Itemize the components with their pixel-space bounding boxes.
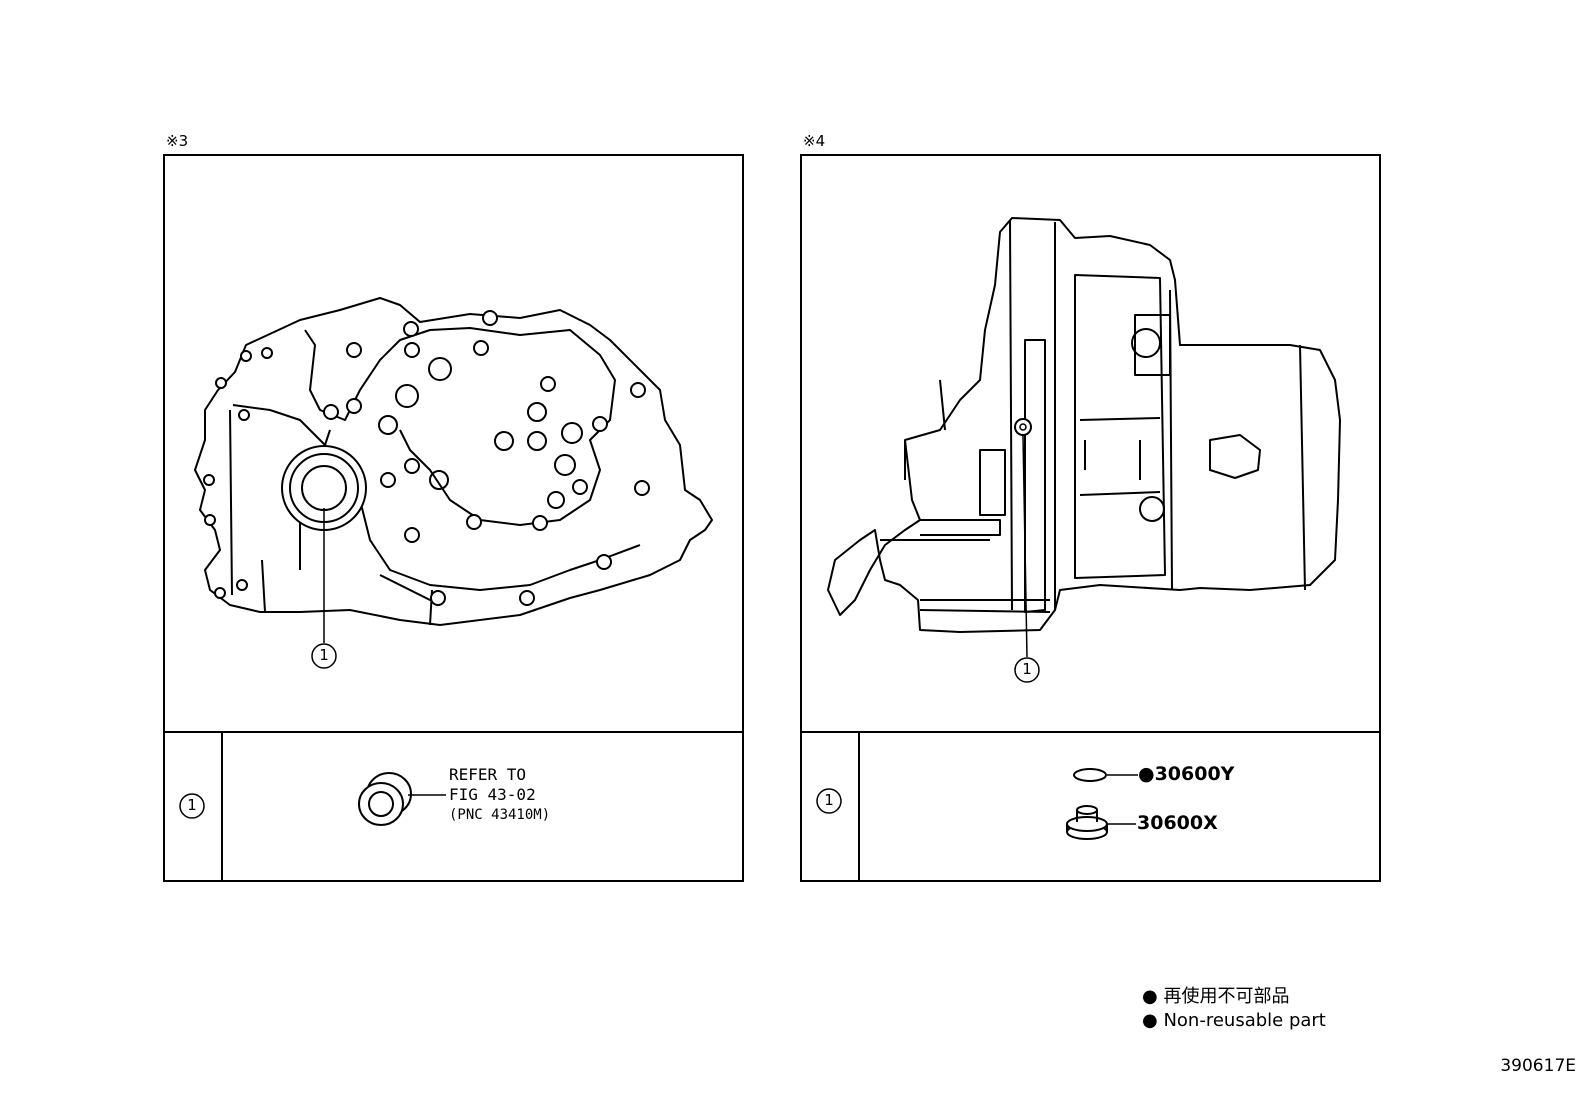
- callout-1-right-label: 1: [1022, 660, 1032, 678]
- legend-text-ja: 再使用不可部品: [1163, 986, 1290, 1007]
- row-index-circle-left: [179, 793, 205, 819]
- callout-1-left: [311, 643, 337, 669]
- legend-item-en: ● Non-reusable part: [1142, 1009, 1326, 1033]
- row-index-circle-right: [816, 788, 842, 814]
- legend-item-ja: ● 再使用不可部品: [1142, 985, 1326, 1009]
- oil-seal-icon: [358, 772, 446, 826]
- refer-line-3: (PNC 43410M): [449, 807, 551, 823]
- figure-panel-right: [800, 154, 1381, 882]
- bullet-icon: ●: [1142, 1010, 1158, 1031]
- drain-plug-icon: [1066, 805, 1136, 840]
- note-mark-3: ※3: [166, 132, 189, 150]
- part-30600X: 30600X: [1137, 812, 1218, 834]
- figure-id: 390617E: [1500, 1056, 1576, 1076]
- note-mark-4: ※4: [803, 132, 826, 150]
- refer-line-1: REFER TO: [449, 765, 527, 784]
- refer-to-text: REFER TO FIG 43-02 (PNC 43410M): [449, 765, 550, 825]
- gasket-icon: [1073, 768, 1138, 782]
- legend: ● 再使用不可部品 ● Non-reusable part: [1142, 985, 1326, 1033]
- callout-1-right: [1014, 657, 1040, 683]
- row-index-right: 1: [824, 791, 834, 809]
- bullet-icon: ●: [1142, 986, 1158, 1007]
- row-index-left: 1: [187, 796, 197, 814]
- figure-panel-left: [163, 154, 744, 882]
- part-30600Y: ●30600Y: [1138, 763, 1235, 785]
- legend-text-en: Non-reusable part: [1163, 1010, 1326, 1031]
- callout-1-left-label: 1: [319, 646, 329, 664]
- refer-line-2: FIG 43-02: [449, 785, 536, 804]
